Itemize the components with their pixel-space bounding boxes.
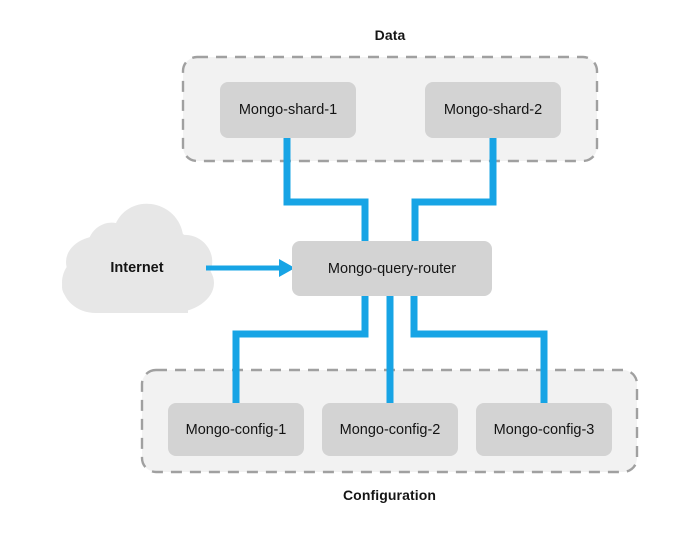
node-mongo-shard-2[interactable]: Mongo-shard-2 [425,82,561,138]
connector-shard1-to-router [283,136,369,244]
node-label: Mongo-config-2 [339,421,441,438]
node-label: Mongo-shard-2 [443,102,543,118]
connector-router-to-config3 [410,293,548,404]
data-group-label: Data [374,27,406,43]
internet-cloud-icon [62,203,214,313]
node-label: Mongo-shard-1 [238,102,338,118]
connector-shard2-to-router [411,136,497,244]
node-mongo-config-3[interactable]: Mongo-config-3 [476,403,612,456]
node-label: Mongo-query-router [327,260,457,277]
connector-internet-to-router [206,259,295,277]
configuration-group-label: Configuration [342,487,437,503]
node-label: Mongo-config-1 [185,421,287,438]
node-mongo-query-router[interactable]: Mongo-query-router [292,241,492,296]
node-label: Mongo-config-3 [493,421,595,438]
connector-router-to-config1 [232,293,369,404]
internet-cloud-label: Internet [110,260,164,276]
node-mongo-config-2[interactable]: Mongo-config-2 [322,403,458,456]
node-mongo-config-1[interactable]: Mongo-config-1 [168,403,304,456]
node-mongo-shard-1[interactable]: Mongo-shard-1 [220,82,356,138]
